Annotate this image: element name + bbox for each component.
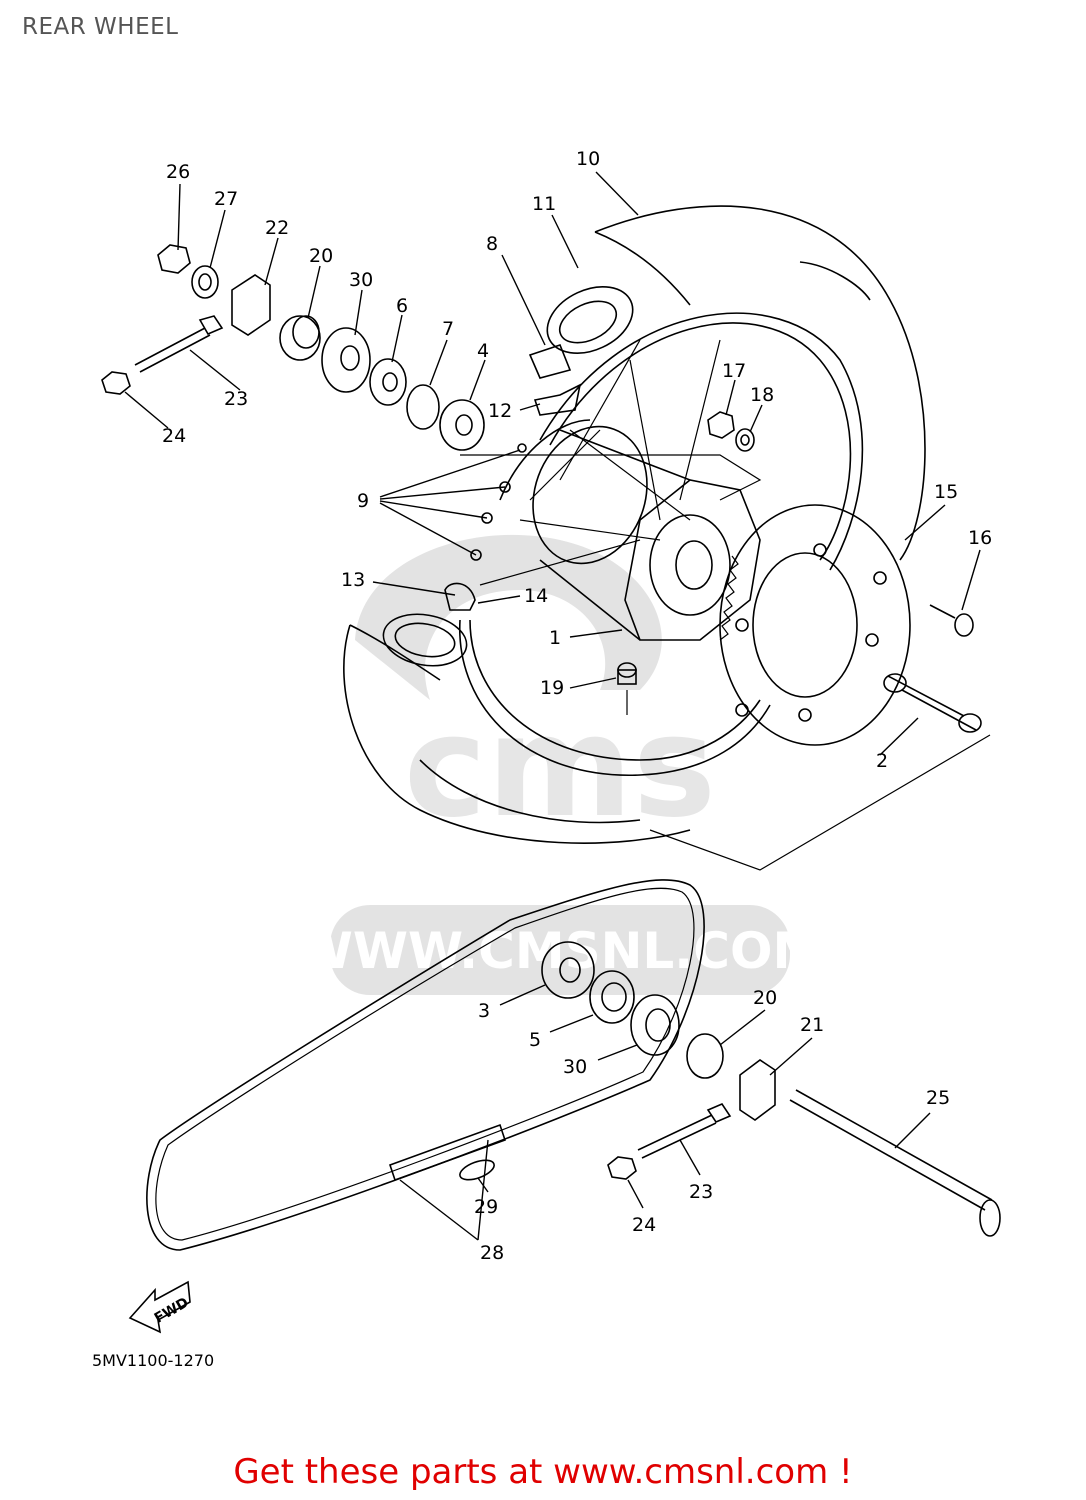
oil-seal-30-lower bbox=[630, 994, 680, 1056]
callout-8: 8 bbox=[486, 233, 498, 255]
callout-24-lower: 24 bbox=[632, 1214, 656, 1236]
callout-17: 17 bbox=[722, 360, 746, 382]
bearing-4 bbox=[439, 399, 485, 451]
callout-20-lower: 20 bbox=[753, 987, 777, 1009]
callout-5: 5 bbox=[529, 1029, 541, 1051]
callout-16: 16 bbox=[968, 527, 992, 549]
balancer bbox=[617, 662, 637, 715]
callout-13: 13 bbox=[341, 569, 365, 591]
adjuster-plate-22 bbox=[231, 274, 271, 336]
callout-2: 2 bbox=[876, 750, 888, 772]
callout-4: 4 bbox=[477, 340, 489, 362]
callout-15: 15 bbox=[934, 481, 958, 503]
leader-lines bbox=[124, 171, 981, 1241]
axle-nut-upper bbox=[157, 244, 219, 299]
circlip-7 bbox=[406, 384, 440, 430]
assembly-outline-bottom bbox=[649, 734, 991, 871]
spoke-nipples bbox=[470, 443, 527, 561]
chain-joint bbox=[388, 1123, 507, 1182]
collar bbox=[883, 673, 982, 733]
callout-21: 21 bbox=[800, 1014, 824, 1036]
collar-20-upper bbox=[279, 315, 321, 361]
callout-20-upper: 20 bbox=[309, 245, 333, 267]
callout-14: 14 bbox=[524, 585, 548, 607]
collar-20-lower bbox=[686, 1033, 724, 1079]
tube bbox=[382, 286, 634, 667]
callout-24-upper: 24 bbox=[162, 425, 186, 447]
bolt-23-lower bbox=[637, 1103, 732, 1159]
sprocket-nut bbox=[707, 411, 755, 452]
valve-cap bbox=[444, 582, 476, 611]
callout-12: 12 bbox=[488, 400, 512, 422]
callout-18: 18 bbox=[750, 384, 774, 406]
fwd-arrow-icon: FWD bbox=[128, 1280, 192, 1334]
diagram-code: 5MV1100-1270 bbox=[92, 1351, 214, 1370]
collar-5 bbox=[589, 970, 635, 1024]
callout-30-lower: 30 bbox=[563, 1056, 587, 1078]
nut-24-lower bbox=[607, 1156, 637, 1180]
callout-23-lower: 23 bbox=[689, 1181, 713, 1203]
assembly-outline-top bbox=[460, 454, 762, 501]
watermark: cms WWW.CMSNL.COM bbox=[298, 534, 822, 995]
callout-27: 27 bbox=[214, 188, 238, 210]
hub bbox=[532, 425, 761, 641]
callout-23-upper: 23 bbox=[224, 388, 248, 410]
fwd-label: FWD bbox=[152, 1295, 192, 1327]
tube-strip bbox=[528, 344, 572, 379]
callout-28: 28 bbox=[480, 1242, 504, 1264]
tire bbox=[343, 205, 926, 844]
callout-3: 3 bbox=[478, 1000, 490, 1022]
callout-6: 6 bbox=[396, 295, 408, 317]
callout-26: 26 bbox=[166, 161, 190, 183]
promo-link[interactable]: Get these parts at www.cmsnl.com ! bbox=[233, 1452, 853, 1492]
diagram-title: REAR WHEEL bbox=[22, 14, 179, 40]
callout-1: 1 bbox=[549, 627, 561, 649]
callout-25: 25 bbox=[926, 1087, 950, 1109]
callout-7: 7 bbox=[442, 318, 454, 340]
watermark-logo: cms bbox=[404, 686, 716, 849]
bearing-3 bbox=[541, 941, 595, 999]
callout-19: 19 bbox=[540, 677, 564, 699]
oil-seal-30-upper bbox=[321, 327, 371, 393]
callout-30-upper: 30 bbox=[349, 269, 373, 291]
sprocket-bolt bbox=[929, 604, 974, 637]
callout-22: 22 bbox=[265, 217, 289, 239]
callouts: 26 27 22 20 30 6 7 4 10 11 8 12 9 13 14 … bbox=[162, 148, 992, 1264]
callout-29: 29 bbox=[474, 1196, 498, 1218]
bearing-6 bbox=[369, 358, 407, 406]
sprocket bbox=[719, 504, 911, 746]
rim bbox=[459, 312, 864, 776]
bolt-23-upper bbox=[134, 315, 224, 373]
callout-9: 9 bbox=[357, 490, 369, 512]
drive-chain bbox=[146, 879, 705, 1251]
adjuster-plate-21 bbox=[739, 1059, 776, 1121]
callout-10: 10 bbox=[576, 148, 600, 170]
callout-11: 11 bbox=[532, 193, 556, 215]
nut-24-upper bbox=[101, 371, 131, 395]
rim-band bbox=[533, 383, 582, 416]
axle-25 bbox=[789, 1089, 1001, 1237]
